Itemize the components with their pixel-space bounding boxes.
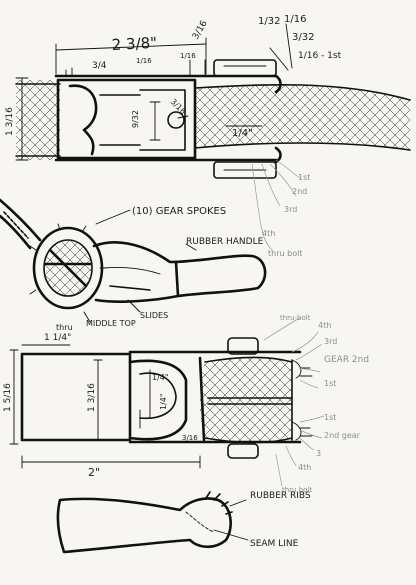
top-view: 2 3/8" 3/4 1/16 1/16 3/16 1/32 1/16 3/32… [5,14,411,258]
front-dimension-labels: 1 1/4" 1 5/16 1 3/16 1/4" 1/4" 3/16 2" [3,333,198,479]
dim-stack-1: 1/32 [258,16,280,27]
rubber-handle [92,241,267,303]
front-label-9: thru bolt [282,486,312,494]
dim-front-notch: 3/16 [182,434,198,442]
front-label-0: thru-bolt [280,314,311,322]
front-dimensions [9,344,201,469]
dim-slot-c: 3/16 [191,19,210,42]
dim-slot-b: 1/16 [180,52,196,60]
rubber-ribs-label: RUBBER RIBS [250,491,311,501]
dim-front-top: 1 1/4" [44,333,71,343]
front-label-5: 1st [324,413,336,422]
top-gear-1st: 1st [298,173,310,182]
side-view: (10) GEAR SPOKES RUBBER HANDLE MIDDLE TO… [0,198,267,332]
rubber-handle-label: RUBBER HANDLE [186,237,264,247]
front-label-8: 4th [298,463,311,472]
dim-stack-3: 3/32 [292,32,314,43]
top-gear-4th: 4th [262,229,275,238]
top-gear-3rd: 3rd [284,205,297,214]
strap-right [194,83,411,151]
front-label-4: 1st [324,379,336,388]
dim-front-left-height: 1 5/16 [3,383,13,412]
dim-strap: 1/4" [232,128,253,139]
handle-view: RUBBER RIBS SEAM LINE [56,491,311,554]
seam-line-label: SEAM LINE [250,539,299,549]
top-gear-callouts: 1st 2nd 3rd 4th thru bolt [251,159,310,258]
ratchet-wheel [29,223,107,310]
dim-stack-2: 1/16 [284,14,306,25]
front-label-6: 2nd gear [324,431,361,440]
dim-front-center-b: 1/4" [159,393,168,410]
dim-inner: 9/32 [131,110,140,128]
strap-left [15,80,61,160]
slides-label: SLIDES [140,311,168,320]
top-gear-thru-bolt: thru bolt [268,249,302,258]
front-label-2: 3rd [324,337,337,346]
top-gear-2nd: 2nd [292,187,307,196]
front-gear-callouts: thru-bolt 4th 3rd GEAR 2nd 1st 1st 2nd g… [263,314,369,494]
dim-slot-a: 1/16 [136,57,152,65]
dim-front-center-a: 1/4" [152,373,169,382]
front-body [20,337,313,459]
front-label-3: GEAR 2nd [324,355,369,365]
dim-stack-4: 1/16 - 1st [298,51,342,61]
front-label-1: 4th [318,321,331,330]
gear-spokes-label: (10) GEAR SPOKES [132,206,226,217]
thru-label: thru [56,323,73,332]
front-label-7: 3 [316,449,321,458]
front-view: 1 1/4" 1 5/16 1 3/16 1/4" 1/4" 3/16 2" t… [3,314,369,494]
dim-overall-width: 2 3/8" [111,34,157,54]
dim-tab: 3/4 [92,61,107,71]
dim-height: 1 3/16 [5,107,15,136]
dim-front-inner-height: 1 3/16 [87,383,97,412]
middle-top-label: MIDDLE TOP [86,319,136,328]
dim-front-bottom-width: 2" [88,466,100,479]
top-dimensions [15,23,293,161]
